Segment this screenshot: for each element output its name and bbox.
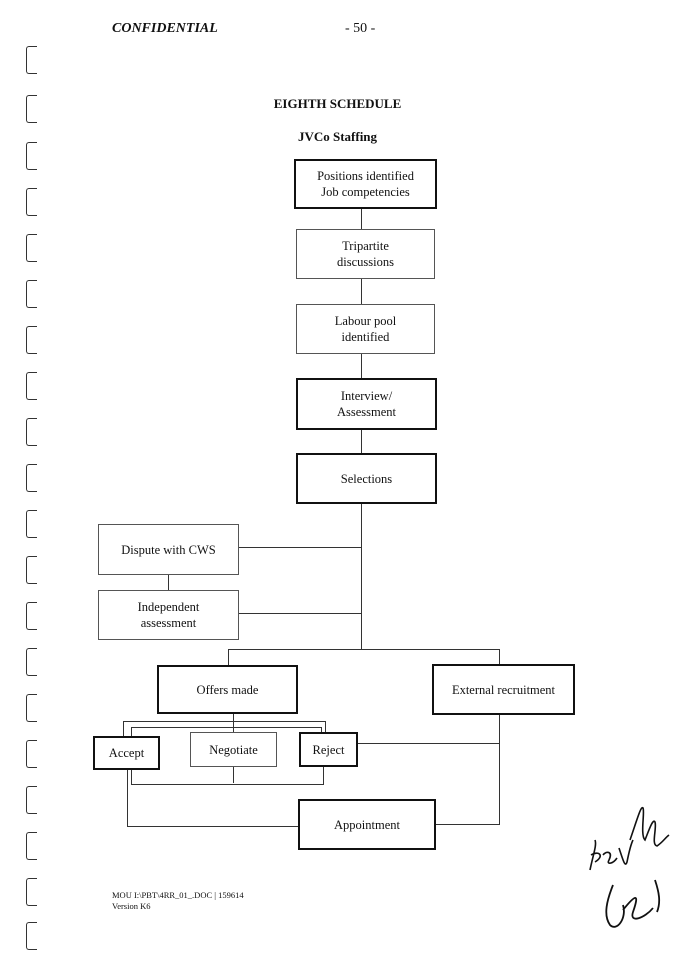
binder-ring bbox=[26, 648, 37, 676]
binder-ring bbox=[26, 694, 37, 722]
signature-initials bbox=[589, 806, 670, 928]
dispute-with-cws-box: Dispute with CWS bbox=[98, 524, 239, 575]
selections-box: Selections bbox=[296, 453, 437, 504]
connector-line bbox=[131, 727, 132, 737]
connector-line bbox=[123, 721, 326, 722]
connector-line bbox=[499, 714, 500, 825]
connector-line bbox=[168, 575, 169, 591]
connector-line bbox=[358, 743, 500, 744]
binder-ring bbox=[26, 280, 37, 308]
schedule-subtitle: JVCo Staffing bbox=[297, 129, 378, 144]
schedule-title: EIGHTH SCHEDULE bbox=[273, 96, 402, 111]
connector-line bbox=[361, 278, 362, 304]
binder-ring bbox=[26, 510, 37, 538]
connector-line bbox=[321, 727, 322, 733]
connector-line bbox=[233, 713, 234, 721]
binder-ring bbox=[26, 556, 37, 584]
confidential-label: CONFIDENTIAL bbox=[112, 21, 218, 36]
footer-version: Version K6 bbox=[112, 901, 151, 911]
page-number: - 50 - bbox=[345, 21, 376, 36]
binder-ring bbox=[26, 46, 37, 74]
connector-line bbox=[361, 208, 362, 230]
reject-box: Reject bbox=[299, 732, 358, 767]
binder-ring bbox=[26, 786, 37, 814]
connector-line bbox=[323, 767, 324, 785]
binder-ring bbox=[26, 832, 37, 860]
footer-reference: MOU I:\PBT\4RR_01_.DOC | 159614 bbox=[112, 890, 244, 900]
binder-ring bbox=[26, 326, 37, 354]
connector-line bbox=[123, 721, 124, 737]
connector-line bbox=[238, 547, 361, 548]
document-footer: MOU I:\PBT\4RR_01_.DOC | 159614 Version … bbox=[112, 890, 244, 912]
binder-ring bbox=[26, 602, 37, 630]
connector-line bbox=[361, 353, 362, 379]
negotiate-box: Negotiate bbox=[190, 732, 277, 767]
connector-line bbox=[361, 503, 362, 649]
connector-line bbox=[228, 649, 500, 650]
connector-line bbox=[131, 727, 321, 728]
binder-ring bbox=[26, 372, 37, 400]
interview-assessment-box: Interview/Assessment bbox=[296, 378, 437, 430]
connector-line bbox=[325, 721, 326, 733]
connector-line bbox=[131, 769, 132, 785]
connector-line bbox=[499, 649, 500, 666]
binder-ring bbox=[26, 922, 37, 950]
binder-ring bbox=[26, 464, 37, 492]
binder-ring bbox=[26, 188, 37, 216]
binder-ring bbox=[26, 95, 37, 123]
binder-ring bbox=[26, 142, 37, 170]
binder-ring bbox=[26, 418, 37, 446]
connector-line bbox=[435, 824, 500, 825]
connector-line bbox=[127, 769, 128, 827]
appointment-box: Appointment bbox=[298, 799, 436, 850]
binder-ring bbox=[26, 878, 37, 906]
offers-made-box: Offers made bbox=[157, 665, 298, 714]
external-recruitment-box: External recruitment bbox=[432, 664, 575, 715]
connector-line bbox=[127, 826, 299, 827]
connector-line bbox=[228, 649, 229, 666]
connector-line bbox=[131, 784, 324, 785]
accept-box: Accept bbox=[93, 736, 160, 770]
connector-line bbox=[361, 429, 362, 454]
binder-ring bbox=[26, 234, 37, 262]
binder-holes bbox=[26, 0, 40, 955]
binder-ring bbox=[26, 740, 37, 768]
connector-line bbox=[233, 766, 234, 783]
connector-line bbox=[238, 613, 361, 614]
